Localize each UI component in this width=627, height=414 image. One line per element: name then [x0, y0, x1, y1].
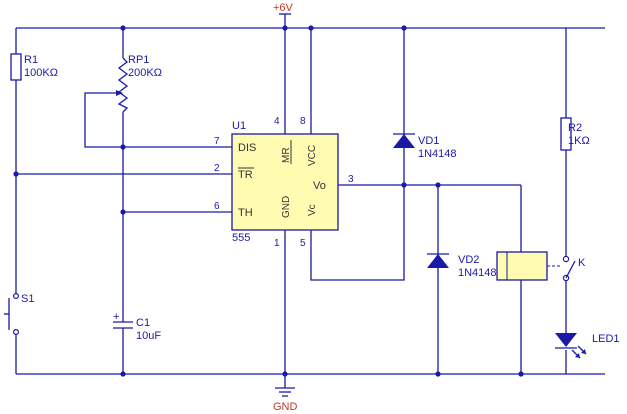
pin-name-th: TH: [238, 207, 253, 219]
capacitor-c1: + C1 10uF: [113, 311, 161, 342]
junction: [120, 209, 126, 215]
pin-num-vo: 3: [348, 174, 354, 185]
pin-name-vc: Vc: [307, 204, 318, 216]
chip-body: [231, 133, 339, 231]
ground-symbol: GND: [273, 387, 298, 413]
junction: [401, 182, 407, 188]
relay-k: K: [496, 251, 586, 282]
pin-name-tr: TR: [238, 169, 253, 181]
junction: [120, 25, 126, 31]
vcc-label: +6V: [273, 2, 294, 14]
junction: [308, 25, 314, 31]
pin-num-mr: 4: [274, 116, 280, 127]
pin-name-mr: MR: [281, 147, 292, 163]
c1-value: 10uF: [136, 330, 161, 342]
pin-num-tr: 2: [214, 163, 220, 174]
resistor-r2: R2 1KΩ: [560, 117, 590, 151]
pin-num-th: 6: [214, 201, 220, 212]
junction: [518, 371, 524, 377]
relay-coil: [496, 251, 548, 281]
pin-name-gnd: GND: [281, 196, 292, 218]
vd2-value: 1N4148: [458, 267, 497, 279]
junction: [435, 371, 441, 377]
s1-contact-top: [13, 293, 20, 300]
c1-plus: +: [113, 311, 119, 323]
c1-ref: C1: [136, 317, 150, 329]
vd1-value: 1N4148: [418, 148, 457, 160]
junction: [120, 144, 126, 150]
r2-ref: R2: [568, 122, 582, 134]
pin-name-dis: DIS: [238, 142, 256, 154]
relay-ref: K: [578, 257, 586, 269]
ic-555: U1 555 DIS TR TH Vo MR VCC GND Vc 7 2 6 …: [214, 116, 354, 249]
pin-num-vc: 5: [300, 238, 306, 249]
s1-contact-bottom: [13, 329, 20, 336]
led-ray-2-head: [581, 349, 586, 354]
pin-name-vo: Vo: [313, 180, 326, 192]
relay-contact-top: [562, 255, 570, 263]
pin-num-gnd: 1: [274, 238, 280, 249]
chip-part: 555: [232, 232, 250, 244]
led-led1: LED1: [555, 333, 620, 359]
s1-ref: S1: [21, 293, 34, 305]
r2-body: [560, 117, 572, 151]
vcc-symbol: +6V: [273, 2, 294, 28]
junction: [435, 182, 441, 188]
led-ray-1-head: [575, 353, 580, 358]
r1-body: [10, 53, 22, 81]
wires: [15, 27, 605, 388]
junctions: [13, 25, 524, 377]
pin-name-vcc: VCC: [307, 145, 318, 166]
diode-vd2: VD2 1N4148: [427, 253, 497, 279]
pin-num-vcc: 8: [300, 116, 306, 127]
rp1-ref: RP1: [128, 54, 149, 66]
junction: [401, 25, 407, 31]
wire-wiper-dis: [84, 92, 232, 148]
junction: [120, 371, 126, 377]
r1-value: 100KΩ: [24, 67, 58, 79]
gnd-label: GND: [273, 401, 298, 413]
rp1-value: 200KΩ: [128, 67, 162, 79]
r1-ref: R1: [24, 54, 38, 66]
wire-pin5-vd1: [310, 28, 405, 281]
vd2-triangle: [427, 254, 449, 268]
resistor-r1: R1 100KΩ: [10, 53, 58, 81]
switch-s1: S1: [4, 293, 34, 336]
potentiometer-rp1: RP1 200KΩ: [116, 54, 162, 113]
vd2-ref: VD2: [458, 254, 479, 266]
led-ref: LED1: [592, 333, 620, 345]
vd1-ref: VD1: [418, 135, 439, 147]
rp1-wiper-arrow: [116, 90, 123, 96]
pin-num-dis: 7: [214, 136, 220, 147]
relay-contact-arm: [565, 260, 576, 279]
rp1-zigzag: [117, 57, 129, 113]
chip-ref: U1: [232, 120, 246, 132]
diode-vd1: VD1 1N4148: [393, 133, 457, 160]
vd1-triangle: [393, 134, 415, 148]
junction: [282, 371, 288, 377]
r2-value: 1KΩ: [568, 135, 590, 147]
junction: [13, 171, 19, 177]
led-triangle: [555, 333, 577, 347]
